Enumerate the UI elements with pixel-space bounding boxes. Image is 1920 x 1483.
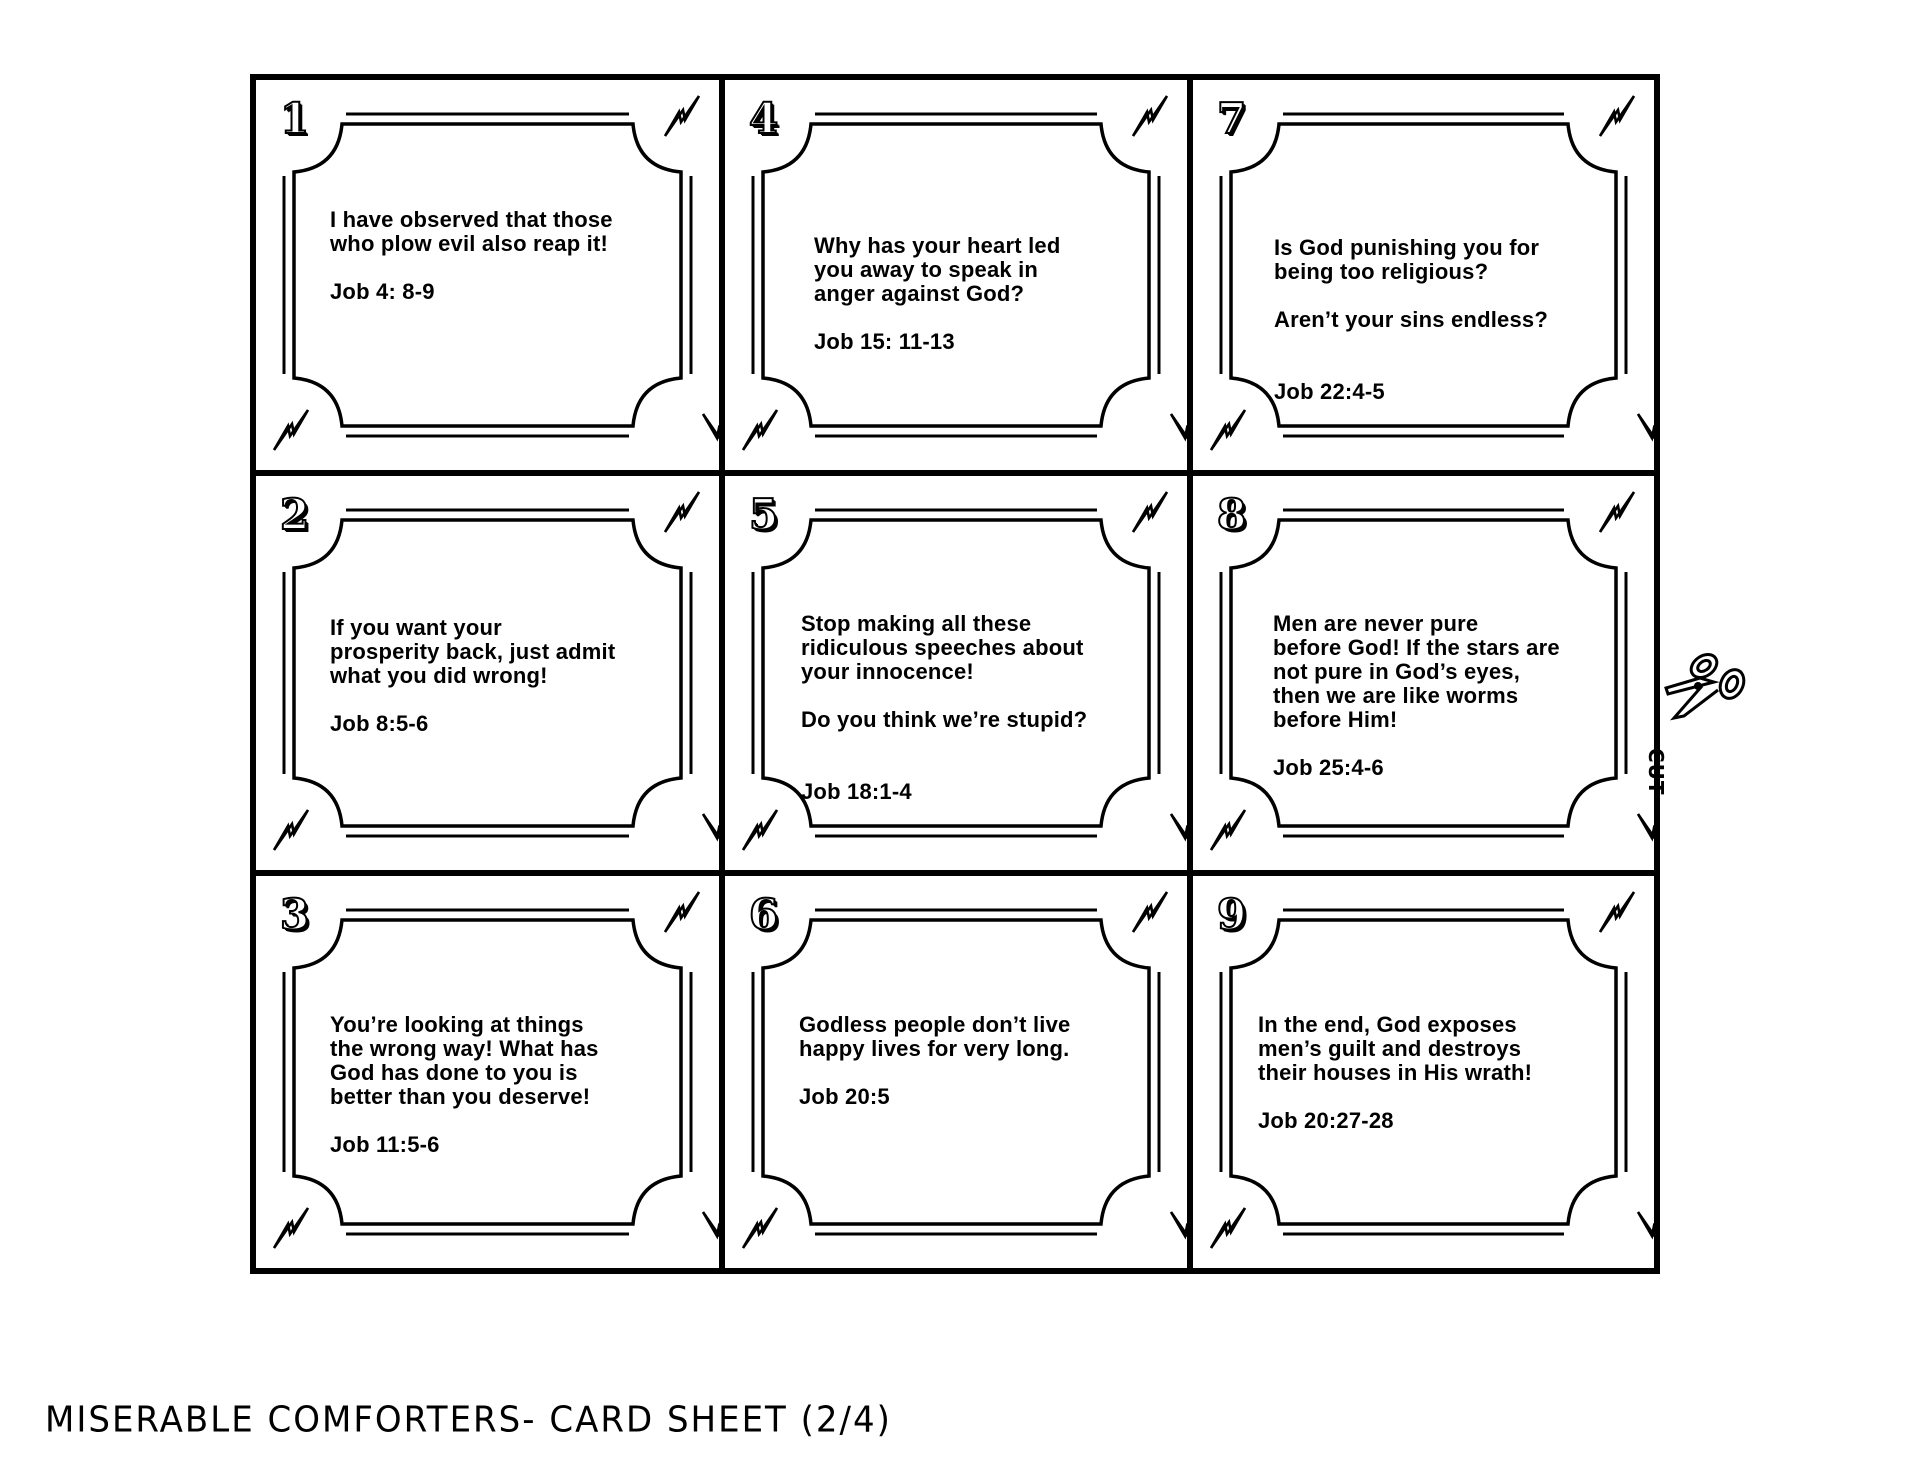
card-frame (272, 491, 719, 851)
card-number: 8 (1216, 490, 1247, 539)
lightning-bolt-icon (741, 409, 779, 451)
card-frame (1209, 491, 1654, 851)
card-frame (741, 95, 1187, 451)
scripture-reference: Job 22:4-5 (1274, 379, 1385, 404)
card-5: 5 Stop making all these ridiculous speec… (725, 476, 1187, 870)
quote-text: In the end, God exposes men’s guilt and … (1258, 1012, 1533, 1085)
lightning-bolt-icon (1598, 95, 1636, 137)
quote-followup: Aren’t your sins endless? (1274, 307, 1548, 332)
card-number: 7 (1216, 94, 1247, 143)
lightning-bolt-icon (1209, 809, 1247, 851)
lightning-bolt-icon (663, 891, 701, 933)
cut-line-horizontal (250, 470, 1660, 476)
quote-followup: Do you think we’re stupid? (801, 707, 1088, 732)
scripture-reference: Job 18:1-4 (801, 779, 912, 804)
lightning-bolt-icon (1598, 891, 1636, 933)
card-number: 1 (279, 94, 310, 143)
lightning-bolt-icon (701, 1211, 719, 1240)
lightning-bolt-icon (1598, 491, 1636, 533)
lightning-bolt-icon (1131, 891, 1169, 933)
card-9: 9 In the end, God exposes men’s guilt an… (1193, 876, 1654, 1268)
lightning-bolt-icon (1209, 1207, 1247, 1249)
sheet-title: MISERABLE COMFORTERS- CARD SHEET (2/4) (45, 1399, 892, 1441)
card-quote: Godless people don’t live happy lives fo… (799, 989, 1071, 1133)
lightning-bolt-icon (272, 809, 310, 851)
scissors-icon (1664, 653, 1746, 721)
card-number: 2 (279, 490, 310, 539)
card-frame (741, 491, 1187, 851)
lightning-bolt-icon (1636, 813, 1654, 842)
card-7: 7 Is God punishing you for being too rel… (1193, 80, 1654, 470)
lightning-bolt-icon (741, 809, 779, 851)
scripture-reference: Job 8:5-6 (330, 711, 429, 736)
lightning-bolt-icon (663, 95, 701, 137)
lightning-bolt-icon (663, 491, 701, 533)
lightning-bolt-icon (701, 813, 719, 842)
card-number: 4 (748, 94, 779, 143)
lightning-bolt-icon (1209, 409, 1247, 451)
card-number: 3 (279, 890, 310, 939)
scripture-reference: Job 25:4-6 (1273, 755, 1384, 780)
lightning-bolt-icon (1636, 1211, 1654, 1240)
quote-text: I have observed that those who plow evil… (330, 207, 613, 256)
quote-text: If you want your prosperity back, just a… (330, 615, 616, 688)
cut-grid-border (250, 74, 1660, 1274)
cut-line-horizontal (250, 870, 1660, 876)
cut-line-vertical (1187, 74, 1193, 1274)
card-3: 3 You’re looking at things the wrong way… (256, 876, 719, 1268)
card-sheet: 1 I have observed that those who plow ev… (250, 74, 1660, 1274)
card-1: 1 I have observed that those who plow ev… (256, 80, 719, 470)
lightning-bolt-icon (272, 409, 310, 451)
card-frame (272, 95, 719, 451)
card-quote: In the end, God exposes men’s guilt and … (1258, 989, 1532, 1157)
card-number: 5 (748, 490, 779, 539)
card-number: 9 (1216, 890, 1247, 939)
card-quote: Men are never pure before God! If the st… (1273, 588, 1560, 804)
cut-label: CUT (1644, 748, 1668, 796)
lightning-bolt-icon (1636, 413, 1654, 442)
quote-text: Godless people don’t live happy lives fo… (799, 1012, 1071, 1061)
scripture-reference: Job 4: 8-9 (330, 279, 435, 304)
quote-text: Why has your heart led you away to speak… (814, 233, 1061, 306)
quote-text: Men are never pure before God! If the st… (1273, 611, 1560, 732)
card-quote: I have observed that those who plow evil… (330, 184, 613, 328)
card-frame (272, 891, 719, 1249)
scripture-reference: Job 20:5 (799, 1084, 890, 1109)
card-4: 4 Why has your heart led you away to spe… (725, 80, 1187, 470)
card-6: 6 Godless people don’t live happy lives … (725, 876, 1187, 1268)
lightning-bolt-icon (1169, 413, 1187, 442)
lightning-bolt-icon (741, 1207, 779, 1249)
card-2: 2 If you want your prosperity back, just… (256, 476, 719, 870)
card-frame (1209, 95, 1654, 451)
quote-text: Stop making all these ridiculous speeche… (801, 611, 1084, 684)
card-quote: Why has your heart led you away to speak… (814, 210, 1060, 378)
lightning-bolt-icon (1169, 1211, 1187, 1240)
lightning-bolt-icon (1131, 95, 1169, 137)
lightning-bolt-icon (1131, 491, 1169, 533)
quote-text: Is God punishing you for being too relig… (1274, 235, 1540, 284)
card-frame (741, 891, 1187, 1249)
scripture-reference: Job 20:27-28 (1258, 1108, 1394, 1133)
lightning-bolt-icon (1169, 813, 1187, 842)
card-quote: Is God punishing you for being too relig… (1274, 212, 1548, 428)
scripture-reference: Job 11:5-6 (330, 1132, 440, 1157)
card-frame (1209, 891, 1654, 1249)
scripture-reference: Job 15: 11-13 (814, 329, 955, 354)
cut-line-vertical (719, 74, 725, 1274)
card-number: 6 (748, 890, 779, 939)
lightning-bolt-icon (272, 1207, 310, 1249)
quote-text: You’re looking at things the wrong way! … (330, 1012, 599, 1109)
lightning-bolt-icon (701, 413, 719, 442)
card-quote: If you want your prosperity back, just a… (330, 592, 615, 760)
card-quote: Stop making all these ridiculous speeche… (801, 588, 1087, 828)
card-8: 8 Men are never pure before God! If the … (1193, 476, 1654, 870)
card-quote: You’re looking at things the wrong way! … (330, 989, 599, 1181)
